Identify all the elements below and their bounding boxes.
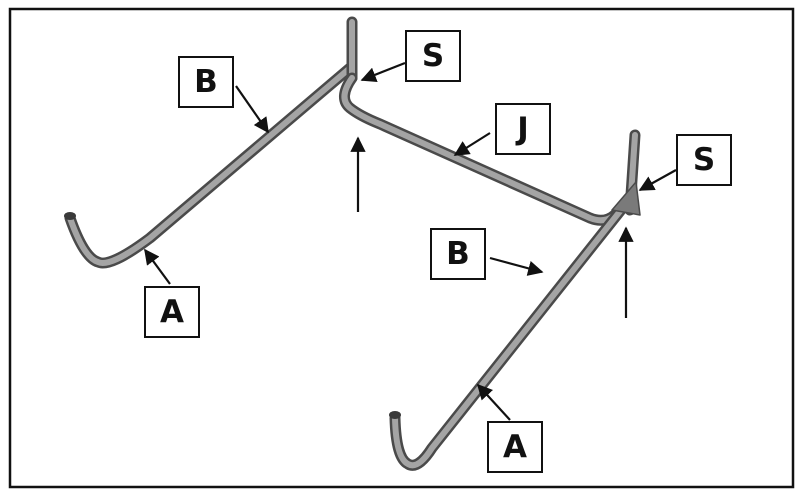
arrow-a-left (144, 248, 171, 285)
label-s-right: S (676, 134, 732, 186)
arrow-a-right (476, 383, 511, 421)
label-b-right: B (430, 228, 486, 280)
arrow-b-left (235, 85, 269, 134)
label-s-top: S (405, 30, 461, 82)
right-joint-bracket (611, 181, 641, 216)
label-b-left: B (178, 56, 234, 108)
left-end-cap (64, 212, 76, 220)
arrow-s-right (638, 169, 677, 191)
arrow-b-right (489, 256, 544, 276)
label-a-right: A (487, 421, 543, 473)
right-end-cap (389, 411, 401, 419)
label-j: J (495, 103, 551, 155)
tube-frame (64, 16, 641, 471)
bar-j (339, 72, 628, 226)
arrow-j (453, 132, 491, 156)
leader-arrows (144, 61, 677, 421)
outer-border (8, 7, 795, 489)
arrow-s-top (360, 61, 406, 83)
label-a-left: A (144, 286, 200, 338)
